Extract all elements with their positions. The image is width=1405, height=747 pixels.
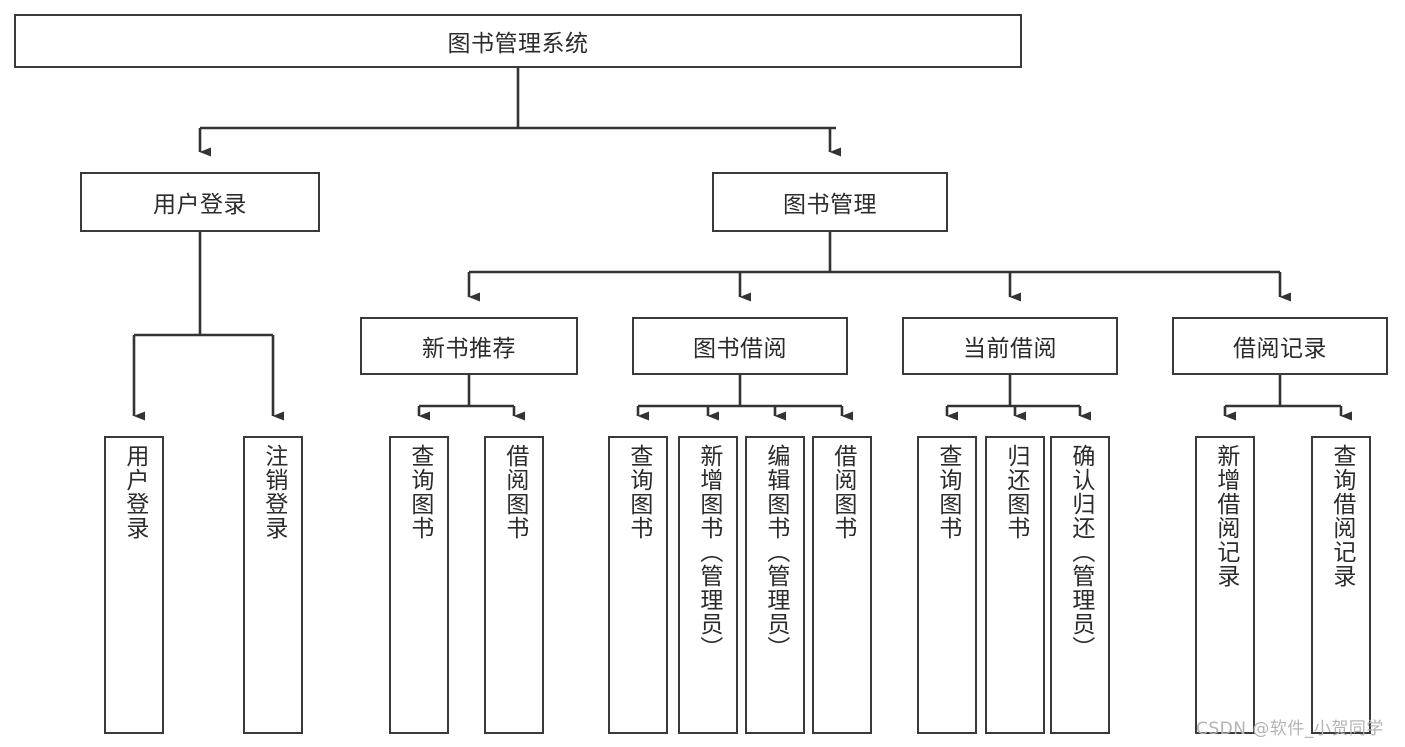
node-book-borrow[interactable]: 图书借阅 — [632, 317, 848, 375]
node-edit-book-admin-label: 编辑图书（管理员） — [762, 444, 789, 660]
node-query-book-3[interactable]: 查询图书 — [917, 436, 977, 734]
node-user-logout[interactable]: 注销登录 — [243, 436, 303, 734]
node-query-book-2[interactable]: 查询图书 — [608, 436, 668, 734]
node-user-login-do[interactable]: 用户登录 — [104, 436, 164, 734]
node-current-borrow[interactable]: 当前借阅 — [902, 317, 1118, 375]
node-query-borrow-record-label: 查询借阅记录 — [1328, 444, 1355, 588]
node-confirm-return-admin-label: 确认归还（管理员） — [1067, 444, 1094, 660]
node-user-logout-label: 注销登录 — [260, 444, 287, 540]
node-new-book-recommend[interactable]: 新书推荐 — [360, 317, 578, 375]
node-borrow-records[interactable]: 借阅记录 — [1172, 317, 1388, 375]
node-add-book-admin-label: 新增图书（管理员） — [695, 444, 722, 660]
node-return-book[interactable]: 归还图书 — [985, 436, 1045, 734]
node-query-borrow-record[interactable]: 查询借阅记录 — [1311, 436, 1371, 734]
node-root-label: 图书管理系统 — [447, 31, 589, 57]
node-add-borrow-record-label: 新增借阅记录 — [1212, 444, 1239, 588]
node-book-borrow-label: 图书借阅 — [693, 336, 787, 362]
node-borrow-book-1[interactable]: 借阅图书 — [484, 436, 544, 734]
node-book-management[interactable]: 图书管理 — [712, 172, 948, 232]
node-edit-book-admin[interactable]: 编辑图书（管理员） — [745, 436, 805, 734]
node-book-management-label: 图书管理 — [783, 192, 877, 218]
node-borrow-records-label: 借阅记录 — [1233, 336, 1327, 362]
node-return-book-label: 归还图书 — [1002, 444, 1029, 540]
node-query-book-1-label: 查询图书 — [406, 444, 433, 540]
node-add-book-admin[interactable]: 新增图书（管理员） — [678, 436, 738, 734]
node-query-book-3-label: 查询图书 — [934, 444, 961, 540]
node-query-book-2-label: 查询图书 — [625, 444, 652, 540]
node-borrow-book-1-label: 借阅图书 — [501, 444, 528, 540]
node-user-login-do-label: 用户登录 — [121, 444, 148, 540]
node-user-login[interactable]: 用户登录 — [80, 172, 320, 232]
node-borrow-book-2[interactable]: 借阅图书 — [812, 436, 872, 734]
node-user-login-label: 用户登录 — [153, 192, 247, 218]
csdn-watermark: CSDN @软件_小贺同学 — [1196, 719, 1384, 739]
node-new-book-recommend-label: 新书推荐 — [422, 336, 516, 362]
node-borrow-book-2-label: 借阅图书 — [829, 444, 856, 540]
node-query-book-1[interactable]: 查询图书 — [389, 436, 449, 734]
node-root[interactable]: 图书管理系统 — [14, 14, 1022, 68]
node-current-borrow-label: 当前借阅 — [963, 336, 1057, 362]
node-confirm-return-admin[interactable]: 确认归还（管理员） — [1050, 436, 1110, 734]
node-add-borrow-record[interactable]: 新增借阅记录 — [1195, 436, 1255, 734]
